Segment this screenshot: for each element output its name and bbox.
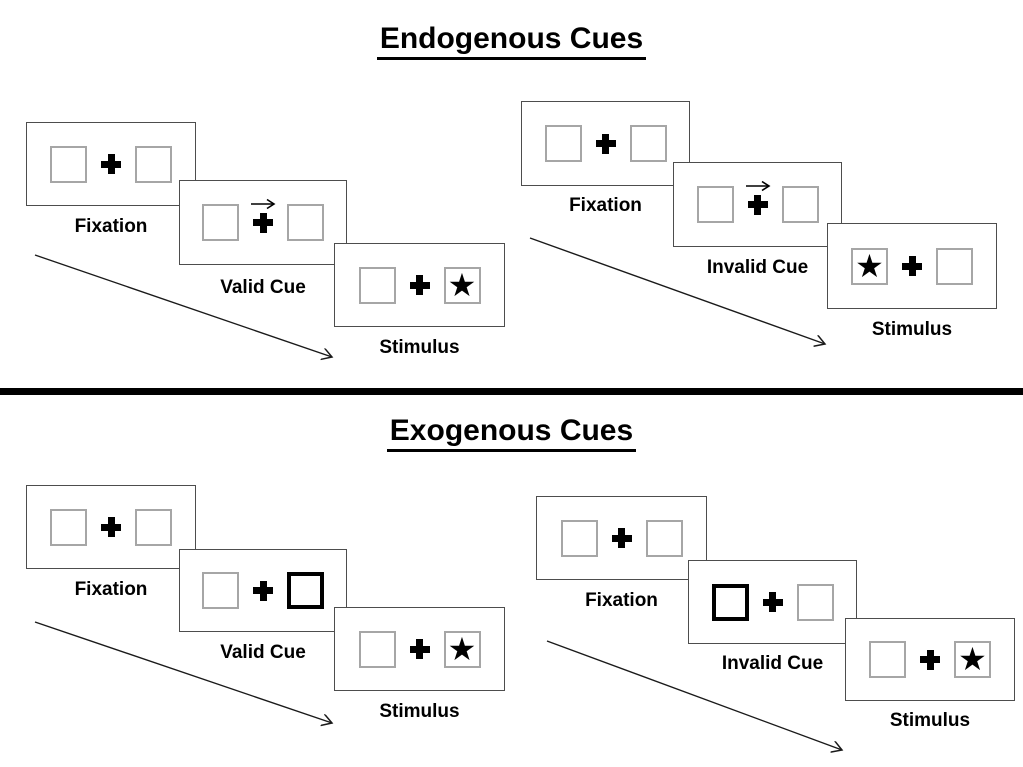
card-label-stimulus: Stimulus xyxy=(379,701,460,722)
section-title-text: Exogenous Cues xyxy=(386,414,637,452)
right-placeholder-box xyxy=(135,145,172,183)
section-title-endogenous: Endogenous Cues xyxy=(0,22,1023,60)
cross-wrap xyxy=(902,256,922,276)
card-label-fixation: Fixation xyxy=(74,579,148,600)
timeline-arrow-endogenous-invalid xyxy=(529,237,825,344)
left-placeholder-box xyxy=(869,641,906,678)
card-label-fixation: Fixation xyxy=(569,195,642,216)
cue-direction-arrow-icon xyxy=(251,198,276,209)
stimulus-star-icon: ★ xyxy=(851,247,888,285)
cross-wrap xyxy=(762,592,783,612)
invalid-cue-screen-card xyxy=(688,560,857,644)
card-label-valid-cue: Valid Cue xyxy=(220,277,306,298)
left-placeholder-box xyxy=(202,204,239,241)
cue-direction-arrow-icon xyxy=(745,180,770,191)
left-placeholder-box xyxy=(50,508,87,546)
card-label-stimulus: Stimulus xyxy=(889,710,971,731)
left-placeholder-box xyxy=(358,266,396,304)
invalid-cue-screen-card xyxy=(673,162,842,247)
stimulus-star-icon: ★ xyxy=(443,630,481,668)
card-label-fixation: Fixation xyxy=(74,216,148,237)
stimulus-screen-card: ★ xyxy=(334,607,505,691)
timeline-arrow-endogenous-valid xyxy=(34,254,332,357)
left-placeholder-box xyxy=(358,630,396,668)
fixation-cross-icon xyxy=(409,275,430,295)
fixation-screen-card xyxy=(26,122,196,206)
right-placeholder-box xyxy=(936,247,973,285)
left-placeholder-box xyxy=(696,186,734,223)
right-placeholder-box xyxy=(796,583,834,621)
fixation-cross-icon xyxy=(762,592,783,612)
cross-wrap xyxy=(101,154,121,174)
section-title-exogenous: Exogenous Cues xyxy=(0,414,1023,452)
fixation-cross-icon xyxy=(253,580,273,601)
card-label-stimulus: Stimulus xyxy=(871,319,953,340)
left-placeholder-box xyxy=(50,145,87,183)
fixation-cross-icon xyxy=(101,517,121,537)
stimulus-screen-card: ★ xyxy=(827,223,997,309)
exogenous-cue-box xyxy=(287,572,324,609)
fixation-cross-icon xyxy=(101,154,121,174)
exogenous-cue-box xyxy=(711,583,749,621)
fixation-cross-icon xyxy=(611,528,632,548)
right-placeholder-box xyxy=(629,125,667,162)
card-label-fixation: Fixation xyxy=(585,590,658,611)
timeline-arrow-exogenous-valid xyxy=(34,621,332,723)
right-placeholder-box xyxy=(287,204,324,241)
cross-wrap xyxy=(409,639,430,659)
card-label-stimulus: Stimulus xyxy=(379,337,460,358)
cross-wrap xyxy=(920,649,940,670)
left-placeholder-box xyxy=(544,125,582,162)
left-placeholder-box xyxy=(560,519,598,557)
valid-cue-screen-card xyxy=(179,180,347,265)
cross-wrap xyxy=(251,198,276,233)
fixation-screen-card xyxy=(536,496,707,580)
fixation-cross-icon xyxy=(595,133,616,154)
right-placeholder-box xyxy=(135,508,172,546)
valid-cue-screen-card xyxy=(179,549,347,632)
section-title-text: Endogenous Cues xyxy=(376,22,647,60)
cross-wrap xyxy=(409,275,430,295)
cross-wrap xyxy=(101,517,121,537)
card-label-invalid-cue: Invalid Cue xyxy=(721,653,824,674)
right-placeholder-box xyxy=(645,519,683,557)
stimulus-screen-card: ★ xyxy=(845,618,1015,701)
cross-wrap xyxy=(745,180,770,215)
fixation-screen-card xyxy=(26,485,196,569)
fixation-cross-icon xyxy=(920,649,940,670)
cross-wrap xyxy=(595,133,616,154)
stimulus-star-icon: ★ xyxy=(443,266,481,304)
fixation-cross-icon xyxy=(409,639,430,659)
card-label-valid-cue: Valid Cue xyxy=(220,642,306,663)
fixation-screen-card xyxy=(521,101,690,186)
left-placeholder-box xyxy=(202,572,239,609)
section-divider xyxy=(0,388,1023,395)
stimulus-star-icon: ★ xyxy=(954,641,991,678)
fixation-cross-icon xyxy=(902,256,922,276)
cross-wrap xyxy=(611,528,632,548)
card-label-invalid-cue: Invalid Cue xyxy=(706,257,809,278)
fixation-cross-icon xyxy=(253,212,273,233)
fixation-cross-icon xyxy=(747,194,768,215)
right-placeholder-box xyxy=(781,186,819,223)
cross-wrap xyxy=(253,580,273,601)
stimulus-screen-card: ★ xyxy=(334,243,505,327)
